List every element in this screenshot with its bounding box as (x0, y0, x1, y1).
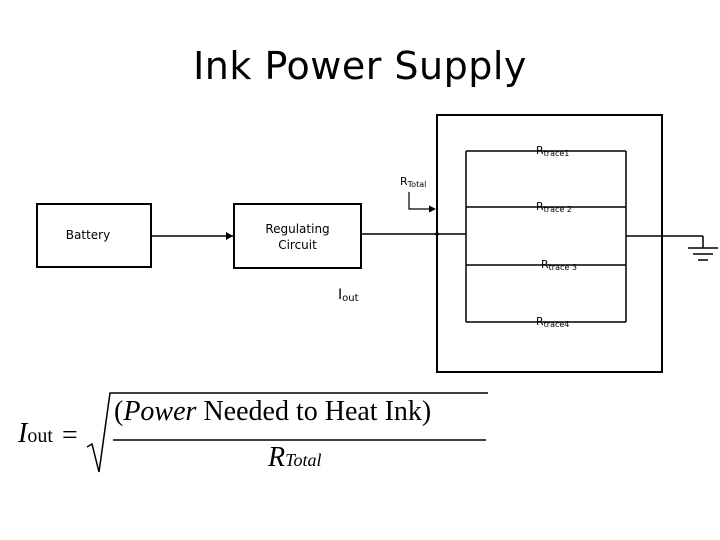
formula-denominator: RTotal (268, 442, 322, 473)
arrow-to-regulator (226, 232, 233, 240)
r-trace2-label: Rtrace 2 (536, 200, 572, 214)
i-out-label: Iout (338, 287, 359, 304)
regulating-circuit-block: Regulating Circuit (233, 203, 362, 269)
sqrt-sign (86, 392, 488, 473)
r-trace3-label: Rtrace 3 (541, 258, 577, 272)
r-total-arrow (408, 192, 432, 210)
trace-enclosure (436, 114, 663, 373)
battery-block: Battery (36, 203, 152, 268)
formula-lhs: Iout (18, 418, 53, 449)
regulating-line-1: Regulating (265, 222, 330, 236)
ground-icon (688, 247, 718, 261)
r-total-label: RTotal (400, 175, 427, 189)
regulating-circuit-label: Regulating Circuit (235, 221, 360, 253)
battery-label: Battery (65, 228, 111, 242)
r-trace1-label: Rtrace1 (536, 144, 570, 158)
formula-numerator: (Power Needed to Heat Ink) (114, 396, 432, 427)
r-trace4-label: Rtrace4 (536, 315, 570, 329)
page-title: Ink Power Supply (193, 44, 527, 88)
regulating-line-2: Circuit (278, 238, 317, 252)
formula-equals: = (62, 420, 78, 451)
